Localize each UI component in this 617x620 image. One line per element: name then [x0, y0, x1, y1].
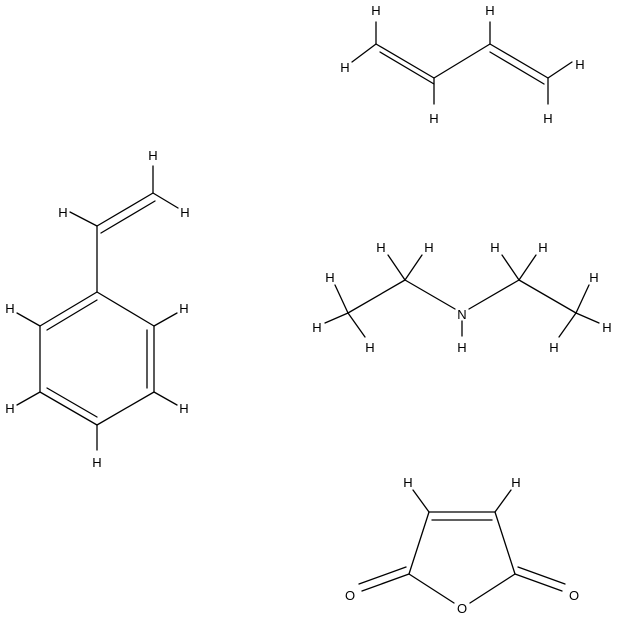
atom-label: H [325, 270, 334, 285]
bond [575, 284, 590, 314]
styrene-bonds [16, 165, 179, 451]
bond [96, 291, 155, 327]
atom-label: H [148, 148, 157, 163]
atom-label: H [575, 57, 584, 72]
atom-label: H [485, 3, 494, 18]
bond [558, 312, 577, 338]
bond [347, 279, 406, 314]
atom-label: O [569, 588, 579, 603]
bond [469, 573, 516, 604]
atom-label: H [511, 475, 520, 490]
atom-label: H [365, 340, 374, 355]
diethylamine-structure: H H H H H H H H H H N H [312, 240, 611, 355]
bond [404, 279, 456, 310]
bond [501, 254, 520, 281]
atom-label: N [457, 307, 466, 322]
bond [408, 511, 430, 575]
atom-label: H [92, 455, 101, 470]
bond [489, 51, 545, 85]
atom-label: H [58, 205, 67, 220]
bond [468, 279, 520, 310]
bond [153, 312, 178, 327]
bond [334, 284, 349, 314]
atom-label: H [376, 240, 385, 255]
atom-label: H [589, 270, 598, 285]
bond [324, 312, 349, 324]
bond [152, 192, 179, 209]
bond [46, 387, 98, 418]
atom-label: H [490, 240, 499, 255]
bond [69, 211, 98, 227]
bond [517, 566, 566, 585]
bond [514, 573, 563, 592]
bond [494, 489, 512, 513]
bond [412, 489, 430, 513]
atom-label: H [429, 111, 438, 126]
bond [404, 254, 423, 281]
atom-label: H [538, 240, 547, 255]
atom-label: H [312, 320, 321, 335]
bond [16, 312, 41, 327]
atom-label: O [457, 601, 467, 616]
maleic-anhydride-bonds [358, 489, 566, 604]
atom-label: O [345, 588, 355, 603]
atom-label: H [602, 320, 611, 335]
butadiene-structure: H H H H H H [340, 3, 584, 126]
maleic-anhydride-structure: H H O O O [345, 475, 579, 616]
atom-label: H [179, 301, 188, 316]
bond [351, 43, 377, 63]
bond [358, 566, 407, 585]
bond [489, 43, 549, 79]
bond [518, 279, 577, 314]
atom-label: H [5, 401, 14, 416]
atom-label: H [549, 340, 558, 355]
bond [361, 573, 410, 592]
atom-label: H [179, 401, 188, 416]
bond [39, 391, 98, 426]
bond [375, 43, 435, 79]
bond [16, 391, 41, 406]
bond [379, 51, 435, 85]
bond [518, 254, 537, 281]
atom-label: H [424, 240, 433, 255]
atom-label: H [180, 205, 189, 220]
bond [387, 254, 406, 281]
bond [46, 299, 98, 331]
bond [575, 312, 600, 324]
atom-label: H [340, 60, 349, 75]
atom-label: H [543, 111, 552, 126]
bond [547, 61, 573, 79]
bond [96, 192, 154, 227]
styrene-structure: H H H H H H H H [5, 148, 189, 470]
bond [153, 391, 178, 406]
bond [347, 312, 366, 338]
atom-label: H [371, 3, 380, 18]
bond [100, 200, 156, 234]
bond [39, 291, 98, 327]
bond [408, 573, 455, 604]
bond [494, 511, 516, 575]
bond [96, 391, 155, 426]
atom-label: H [5, 301, 14, 316]
atom-label: H [403, 475, 412, 490]
butadiene-bonds [351, 21, 573, 105]
diethylamine-bonds [324, 254, 600, 338]
bond [433, 43, 491, 79]
atom-label: H [457, 340, 466, 355]
